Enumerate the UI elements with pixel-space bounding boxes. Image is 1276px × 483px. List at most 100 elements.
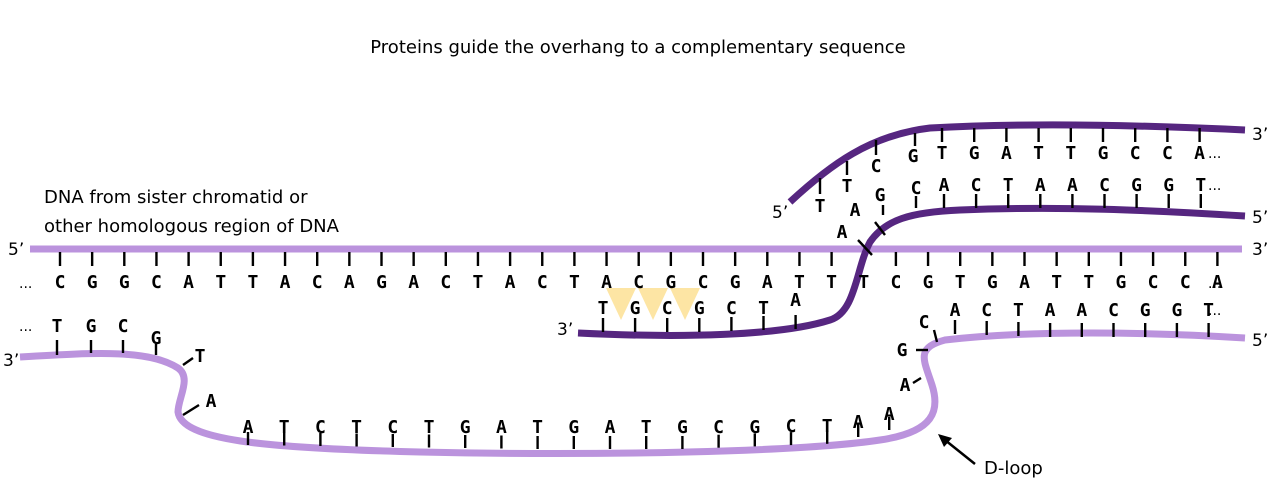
dloop_bottom-base: A (243, 417, 254, 438)
homolog_top-base: T (1083, 272, 1094, 293)
invading_lower-base: G (875, 185, 886, 206)
invading-upper-5prime-label: 5’ (772, 203, 788, 223)
invading-upper-3prime-label: 3’ (1252, 125, 1268, 145)
invading_upper-base: T (1033, 143, 1044, 164)
invading_upper-base: A (1001, 143, 1012, 164)
invading_lower-base: G (1131, 175, 1142, 196)
homolog_top-base: G (376, 272, 387, 293)
invading-upper-strand (787, 121, 1246, 205)
homolog_bottom_right-base: C (981, 300, 992, 321)
invading_lower-base: C (1099, 175, 1110, 196)
homolog_top-base: A (344, 272, 355, 293)
invading_upper-base: T (937, 143, 948, 164)
ellipsis-top-right: ... (1208, 276, 1221, 292)
homolog_bottom_left-base: C (118, 316, 129, 337)
dloop_bottom-base: T (424, 417, 435, 438)
homolog_top-base: C (55, 272, 66, 293)
homolog_bottom_left-base: G (151, 328, 162, 349)
invading_upper-base: G (908, 146, 919, 167)
diagram-title: Proteins guide the overhang to a complem… (370, 37, 905, 58)
homolog_top-base: T (569, 272, 580, 293)
homolog-bottom-5prime-label: 5’ (1252, 331, 1268, 351)
invading_upper-base: A (1194, 143, 1205, 164)
dloop_side-base: C (919, 312, 930, 333)
homolog_top-base: C (698, 272, 709, 293)
invading_upper-base: T (1065, 143, 1076, 164)
ellipsis-lower-strand: ... (1208, 178, 1221, 194)
homolog_top-base: T (1051, 272, 1062, 293)
dloop_bottom-base: A (884, 404, 895, 425)
dloop_bottom-base: A (853, 412, 864, 433)
protein-markers (606, 288, 700, 320)
homolog_top-base: C (440, 272, 451, 293)
homolog-bottom-strand (19, 329, 1246, 457)
invading_lower-bond-tick (857, 239, 873, 256)
dloop_bottom-base: T (351, 417, 362, 438)
homolog_bottom_left-bond-tick (182, 403, 200, 417)
dloop_bottom-base: T (641, 417, 652, 438)
invading_overhang-base: C (662, 298, 673, 319)
homolog_top-base: A (1019, 272, 1030, 293)
invading_upper-base: T (842, 176, 853, 197)
homolog-bottom-3prime-label: 3’ (3, 351, 19, 371)
homolog_bottom_right-base: A (1076, 300, 1087, 321)
dloop_bottom-base: A (496, 417, 507, 438)
homolog_top-base: T (858, 272, 869, 293)
invading_lower-base: G (1163, 175, 1174, 196)
ellipsis-upper-strand: ... (1208, 146, 1221, 162)
invading_overhang-base: G (694, 298, 705, 319)
invading_overhang-base: C (726, 298, 737, 319)
invading_lower-base: A (939, 175, 950, 196)
ellipsis-top-left: ... (19, 276, 32, 292)
invading_lower-base: A (837, 222, 848, 243)
homolog-top-5prime-label: 5’ (8, 240, 24, 260)
strand-backbones (19, 121, 1246, 457)
homolog_top-base: A (183, 272, 194, 293)
dloop_bottom-base: T (822, 416, 833, 437)
homolog_top-base: A (1212, 272, 1223, 293)
invading_lower-base: T (1195, 175, 1206, 196)
protein-marker-triangle (638, 288, 668, 320)
ellipsis-bottom-left: ... (19, 319, 32, 335)
homolog_top-base: A (505, 272, 516, 293)
homolog_top-base: G (987, 272, 998, 293)
homolog_bottom_left-bond-tick (182, 357, 194, 366)
homolog-top-3prime-label: 3’ (1252, 240, 1268, 260)
homolog_top-base: A (601, 272, 612, 293)
dloop_bottom-base: G (749, 417, 760, 438)
homolog_top-base: C (1148, 272, 1159, 293)
homolog_top-base: T (473, 272, 484, 293)
homolog_bottom_right-base: A (1045, 300, 1056, 321)
ellipsis-bottom-right: ... (1208, 303, 1221, 319)
dloop_bottom-base: C (713, 417, 724, 438)
dloop_side-base: A (900, 375, 911, 396)
dloop_bottom-base: G (460, 417, 471, 438)
invading_upper-base: G (1098, 143, 1109, 164)
dloop_bottom-base: C (387, 417, 398, 438)
dloop-label: D-loop (984, 458, 1043, 479)
dloop_side-bond-tick (912, 376, 922, 385)
homolog_bottom_left-base: A (206, 391, 217, 412)
homolog_top-base: G (730, 272, 741, 293)
invading_overhang-base: T (598, 298, 609, 319)
invading_lower-base: C (971, 175, 982, 196)
invading_overhang-base: A (790, 290, 801, 311)
homolog_bottom_right-base: T (1203, 300, 1214, 321)
homolog-label-line-2: other homologous region of DNA (44, 216, 340, 237)
homolog_top-base: G (119, 272, 130, 293)
homolog_bottom_right-base: C (1108, 300, 1119, 321)
invading_overhang-base: T (758, 298, 769, 319)
homolog_bottom_left-base: G (86, 316, 97, 337)
invading_upper-base: T (815, 196, 826, 217)
dloop-arrow-line (944, 439, 976, 465)
homolog_top-base: T (826, 272, 837, 293)
homolog_bottom_left-base: T (195, 346, 206, 367)
homolog_top-base: C (151, 272, 162, 293)
homolog_bottom_right-base: A (950, 300, 961, 321)
homolog_top-base: C (537, 272, 548, 293)
invading_upper-base: C (1162, 143, 1173, 164)
homolog_bottom_right-base: T (1013, 300, 1024, 321)
homolog-label-line-1: DNA from sister chromatid or (44, 187, 308, 208)
